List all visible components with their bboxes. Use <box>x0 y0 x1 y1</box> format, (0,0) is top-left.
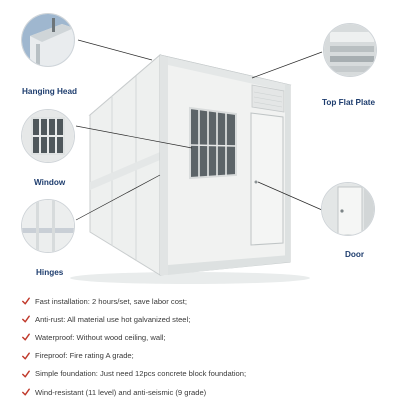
feature-text: Simple foundation: Just need 12pcs concr… <box>35 369 247 379</box>
hinges-label: Hinges <box>36 268 64 277</box>
red-check-icon <box>22 333 30 341</box>
door-callout <box>322 183 374 235</box>
container-house-drawing <box>70 39 323 284</box>
hinges-callout <box>22 200 74 252</box>
product-illustration: Hanging Head Top Flat Plate Window <box>22 14 376 284</box>
feature-text: Fast installation: 2 hours/set, save lab… <box>35 296 187 306</box>
top-flat-plate-callout <box>324 24 376 76</box>
red-check-icon <box>22 352 30 360</box>
red-check-icon <box>22 297 30 305</box>
feature-item: Wind-resistant (11 level) and anti-seism… <box>22 383 392 401</box>
feature-item: Anti-rust: All material use hot galvaniz… <box>22 310 392 328</box>
feature-item: Fireproof: Fire rating A grade; <box>22 347 392 365</box>
feature-item: Simple foundation: Just need 12pcs concr… <box>22 365 392 383</box>
feature-text: Anti-rust: All material use hot galvaniz… <box>35 314 191 324</box>
feature-text: Wind-resistant (11 level) and anti-seism… <box>35 387 207 397</box>
hanging-head-callout <box>22 14 74 66</box>
top-flat-plate-label: Top Flat Plate <box>322 98 376 107</box>
feature-item: Fast installation: 2 hours/set, save lab… <box>22 292 392 310</box>
window-label: Window <box>34 178 66 187</box>
red-check-icon <box>22 370 30 378</box>
window-callout <box>22 110 74 162</box>
door-label: Door <box>345 250 365 259</box>
feature-list: Fast installation: 2 hours/set, save lab… <box>22 292 392 401</box>
red-check-icon <box>22 315 30 323</box>
hanging-head-label: Hanging Head <box>22 87 78 96</box>
red-check-icon <box>22 388 30 396</box>
feature-text: Waterproof: Without wood ceiling, wall; <box>35 332 166 342</box>
feature-item: Waterproof: Without wood ceiling, wall; <box>22 328 392 346</box>
feature-text: Fireproof: Fire rating A grade; <box>35 351 134 361</box>
